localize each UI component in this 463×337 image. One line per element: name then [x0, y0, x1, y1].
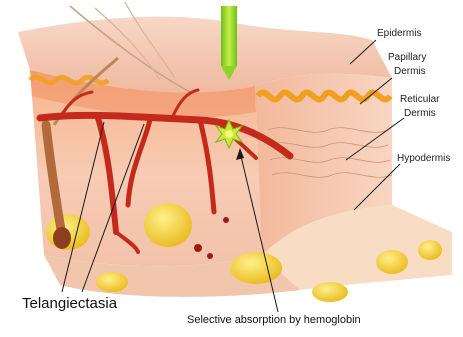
label-selective-absorption: Selective absorption by hemoglobin: [187, 314, 361, 326]
label-epidermis: Epidermis: [377, 28, 421, 39]
label-telangiectasia: Telangiectasia: [22, 295, 117, 312]
fat-lobule: [230, 252, 282, 284]
fat-lobule: [312, 282, 348, 302]
vessel-dot: [207, 253, 213, 259]
label-reticular-dermis-line2: Dermis: [404, 108, 436, 119]
label-papillary-dermis-line2: Dermis: [394, 66, 426, 77]
laser-beam-icon: [221, 6, 237, 66]
label-reticular-dermis-line1: Reticular: [400, 94, 439, 105]
vessel-dot: [194, 244, 202, 252]
fat-lobule: [144, 203, 192, 247]
vessel-dot: [223, 217, 229, 223]
fat-lobule: [418, 240, 442, 260]
label-hypodermis: Hypodermis: [397, 153, 450, 164]
fat-lobule: [96, 272, 128, 292]
hair-bulb: [53, 227, 71, 249]
label-papillary-dermis-line1: Papillary: [388, 52, 426, 63]
fat-lobule: [376, 250, 408, 274]
